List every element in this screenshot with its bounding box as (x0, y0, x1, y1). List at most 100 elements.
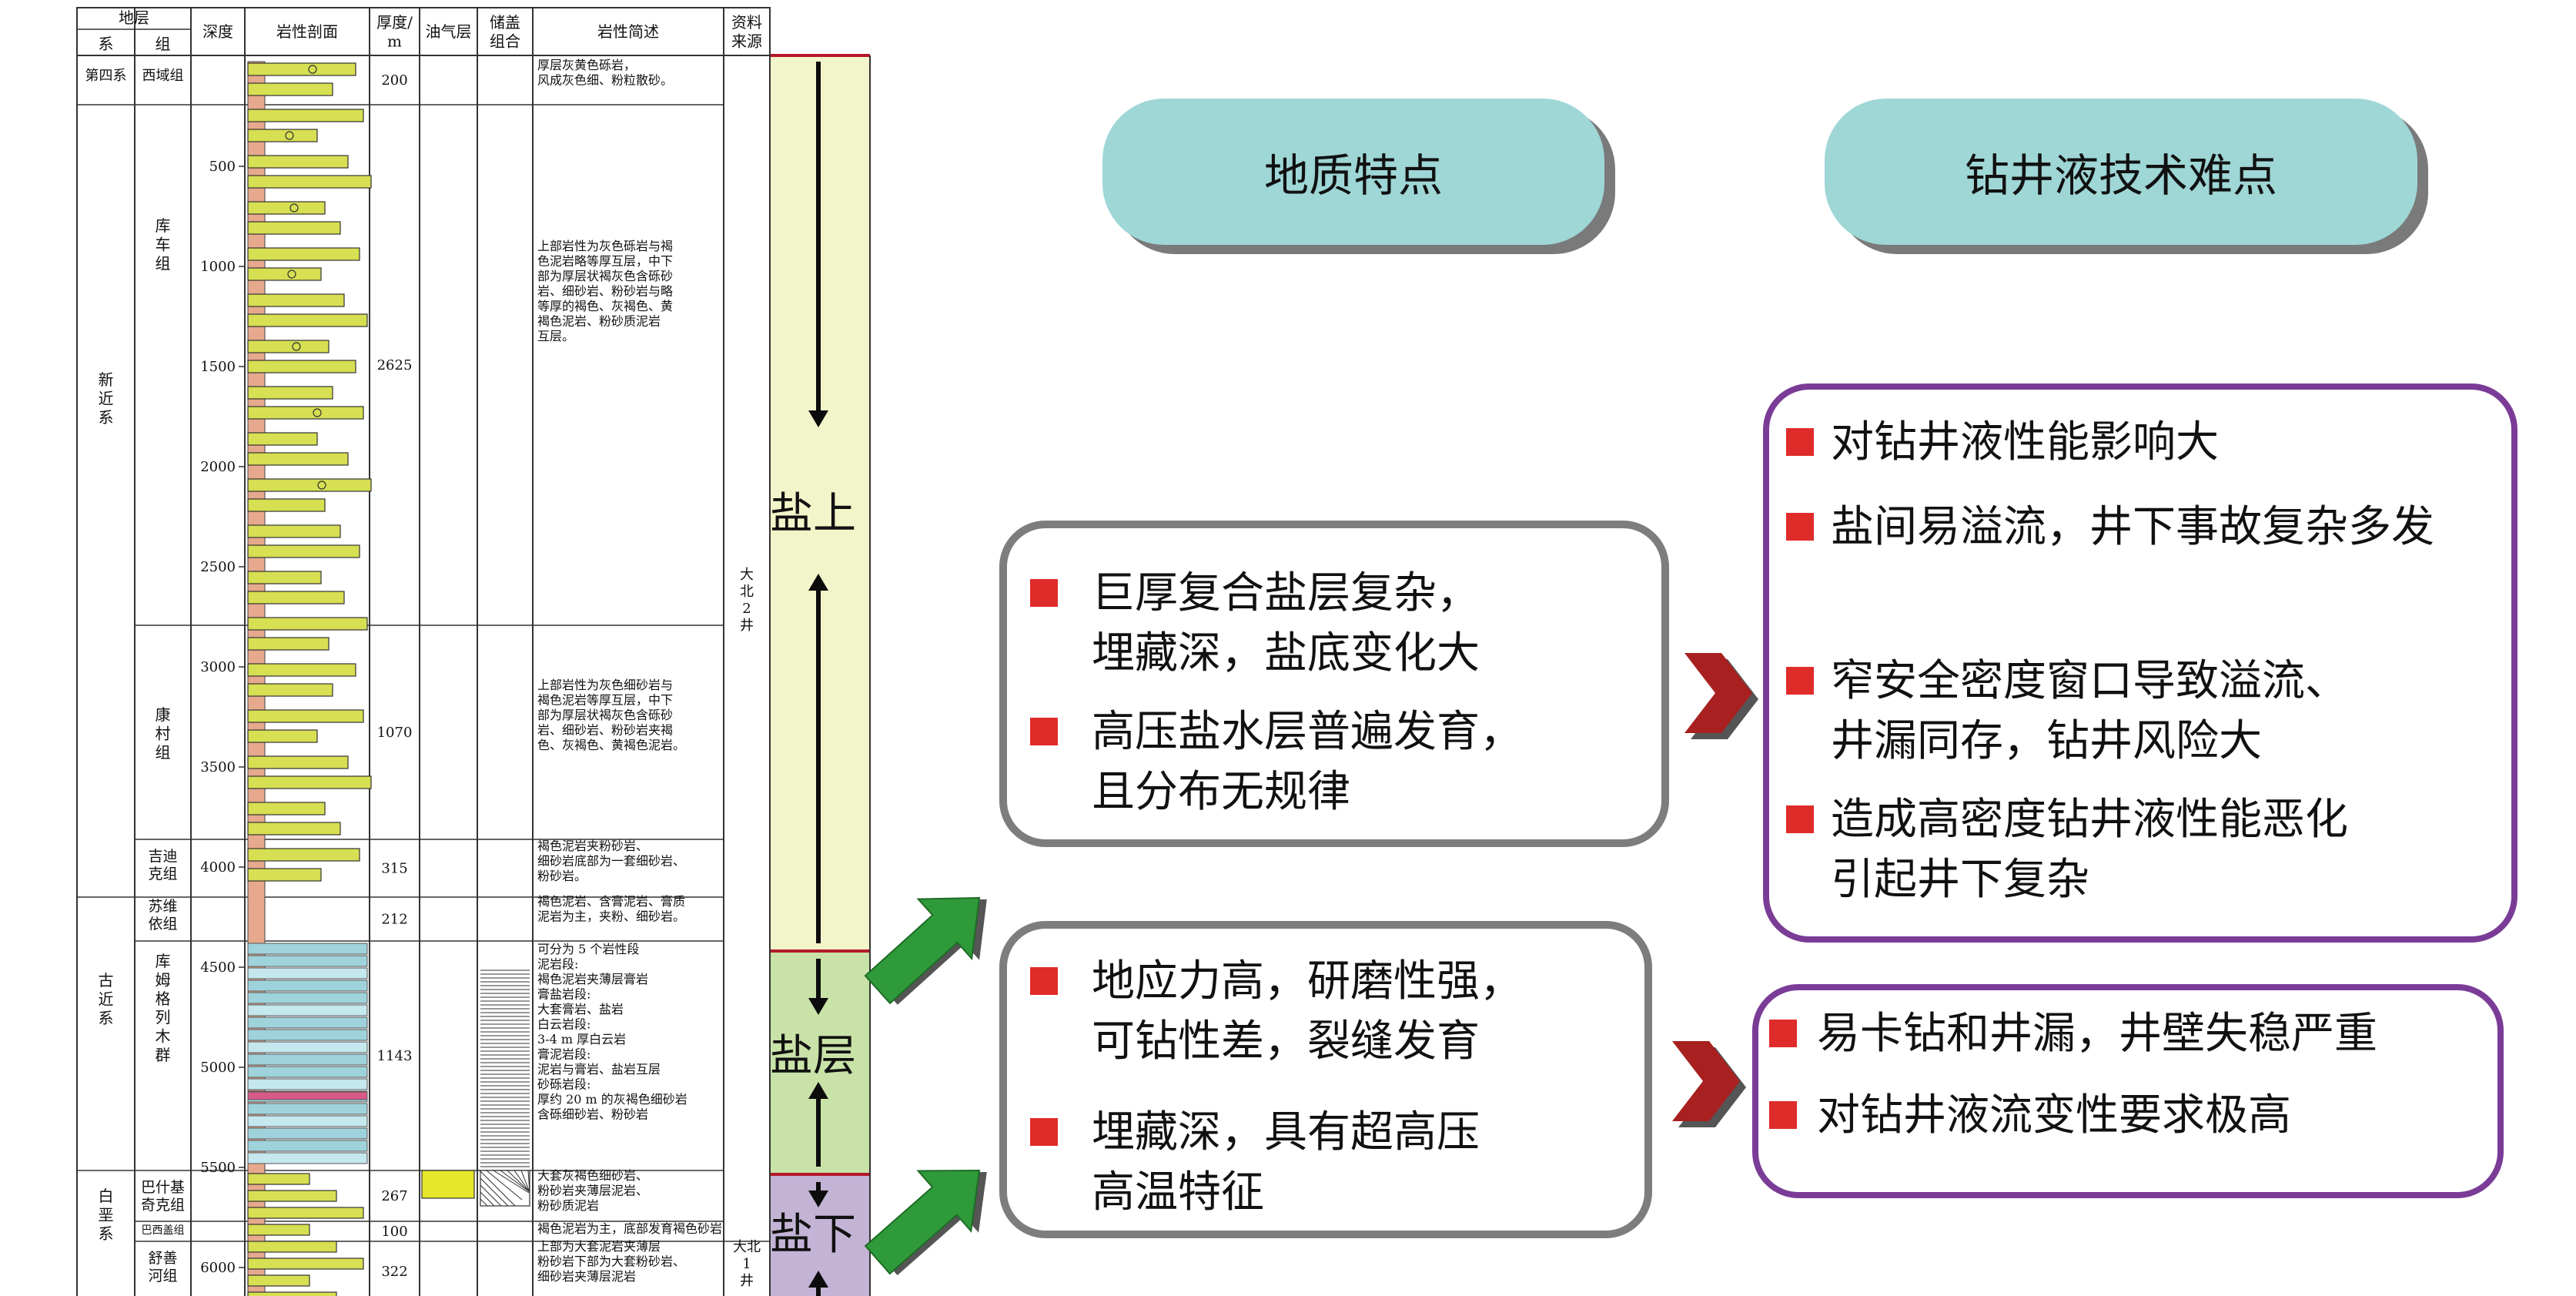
thickness-value: 100 (381, 1224, 407, 1240)
oil-gas-layer (421, 1170, 475, 1199)
sandstone-bed (247, 709, 364, 723)
header-thickness: 厚度/m (376, 13, 413, 50)
lithology-description: 褐色泥岩为主，底部发育褐色砂岩 (537, 1221, 722, 1236)
depth-tick-label: 1000 (200, 259, 236, 275)
sandstone-bed (247, 267, 322, 281)
sandstone-bed (247, 201, 326, 215)
green-arrow-icon (864, 1169, 987, 1276)
sandstone-bed (247, 175, 372, 189)
zone-arrow-up-icon-head (808, 574, 828, 591)
sandstone-bed (247, 109, 364, 122)
red-square-bullet-icon (1030, 967, 1058, 995)
group-label: 苏维依组 (148, 898, 177, 933)
salt-bed (247, 1053, 368, 1066)
chevron-right-icon-body (1684, 653, 1752, 733)
sandstone-bed (247, 406, 364, 420)
thickness-value: 1070 (377, 725, 413, 741)
sandstone-bed (247, 637, 330, 651)
red-square-bullet-icon (1786, 428, 1814, 456)
header-geological-features: 地质特点 (1102, 99, 1604, 245)
red-square-bullet-icon (1769, 1101, 1797, 1129)
difficulty-text: 对钻井液性能影响大 (1831, 417, 2219, 467)
header-source: 资料来源 (731, 13, 762, 50)
salt-bed (247, 980, 368, 992)
sandstone-bed (247, 1207, 364, 1219)
reservoir-crosshatch-line (480, 1184, 502, 1207)
sandstone-bed (247, 452, 349, 466)
header-drilling-fluid-difficulties: 钻井液技术难点 (1825, 99, 2417, 245)
red-square-bullet-icon (1769, 1020, 1797, 1047)
header-depth: 深度 (202, 22, 233, 41)
sandstone-bed (247, 591, 345, 604)
depth-tick-label: 6000 (200, 1260, 236, 1276)
salt-bed (247, 967, 368, 980)
sandstone-bed (247, 571, 322, 584)
group-label: 康村组 (156, 705, 171, 762)
sandstone-bed (247, 1274, 310, 1287)
reservoir-crosshatch-line (520, 1170, 530, 1193)
zone-arrow-down-icon-head (808, 410, 828, 427)
group-label: 西域组 (142, 68, 184, 84)
chevron-right-icon-body (1672, 1041, 1740, 1121)
system-label: 白垩系 (99, 1187, 114, 1243)
geo-feature-text: 埋藏深，具有超高压 高温特征 (1092, 1107, 1480, 1217)
sandstone-bed (247, 247, 360, 261)
geo-feature-text: 地应力高，研磨性强， 可钻性差，裂缝发育 (1092, 956, 1523, 1067)
reservoir-crosshatch-line (480, 1170, 516, 1207)
sandstone-bed (247, 544, 360, 558)
depth-tick-label: 5000 (200, 1060, 236, 1076)
salt-bed (247, 992, 368, 1004)
system-label: 古近系 (99, 971, 114, 1027)
sandstone-bed (247, 129, 318, 142)
header-system: 系 (99, 35, 114, 53)
red-square-bullet-icon (1030, 718, 1058, 745)
sandstone-bed (247, 432, 318, 446)
depth-tick-label: 4000 (200, 859, 236, 876)
geo-box-subsalt: 地应力高，研磨性强， 可钻性差，裂缝发育埋藏深，具有超高压 高温特征 (999, 921, 1652, 1238)
header-reservoir-cap: 储盖组合 (490, 13, 520, 50)
thickness-value: 200 (381, 72, 407, 89)
sandstone-bed (247, 155, 349, 169)
salt-bed (247, 1152, 368, 1164)
zone-arrow-down-icon-head (808, 998, 828, 1015)
sandstone-bed (247, 386, 333, 400)
red-square-bullet-icon (1030, 579, 1058, 607)
reservoir-crosshatch-line (507, 1170, 530, 1193)
reservoir-crosshatch-line (514, 1170, 530, 1193)
salt-bed (247, 955, 368, 967)
reservoir-crosshatch-line (527, 1170, 530, 1193)
salt-bed (247, 943, 368, 955)
depth-tick-label: 500 (209, 159, 236, 175)
reservoir-crosshatch-line (480, 1177, 509, 1207)
red-square-bullet-icon (1786, 513, 1814, 541)
sandstone-bed (247, 478, 372, 492)
reservoir-crosshatch-line (480, 1198, 488, 1207)
difficulty-text: 盐间易溢流，井下事故复杂多发 (1831, 502, 2434, 552)
depth-tick-label: 4500 (200, 959, 236, 976)
salt-bed (247, 1041, 368, 1053)
thickness-value: 267 (381, 1188, 407, 1204)
sandstone-bed (247, 1257, 364, 1270)
zone-label-salt-layer: 盐层 (770, 1031, 856, 1081)
sandstone-bed (247, 868, 322, 882)
thickness-value: 212 (381, 912, 407, 928)
group-label: 吉迪克组 (148, 848, 177, 882)
sandstone-bed (247, 1190, 337, 1202)
sandstone-bed (247, 1224, 310, 1236)
lithology-description: 上部岩性为灰色细砂岩与褐色泥岩等厚互层，中下部为厚层状褐灰色含砾砂岩、细砂岩、粉… (537, 678, 685, 752)
red-square-bullet-icon (1786, 667, 1814, 695)
system-label: 第四系 (85, 68, 127, 84)
sandstone-bed (247, 1241, 337, 1253)
group-label: 舒善河组 (148, 1250, 177, 1284)
salt-bed (247, 1004, 368, 1016)
difficulty-box-salt-layer: 对钻井液性能影响大盐间易溢流，井下事故复杂多发窄安全密度窗口导致溢流、 井漏同存… (1763, 383, 2517, 943)
geo-feature-text: 巨厚复合盐层复杂， 埋藏深，盐底变化大 (1092, 568, 1480, 678)
depth-tick-label: 3000 (200, 659, 236, 675)
salt-bed (247, 1016, 368, 1029)
reservoir-crosshatch-line (480, 1191, 495, 1207)
difficulty-box-subsalt: 易卡钻和井漏，井壁失稳严重对钻井液流变性要求极高 (1752, 984, 2504, 1198)
group-label: 巴西盖组 (142, 1224, 185, 1237)
sandstone-bed (247, 683, 333, 697)
